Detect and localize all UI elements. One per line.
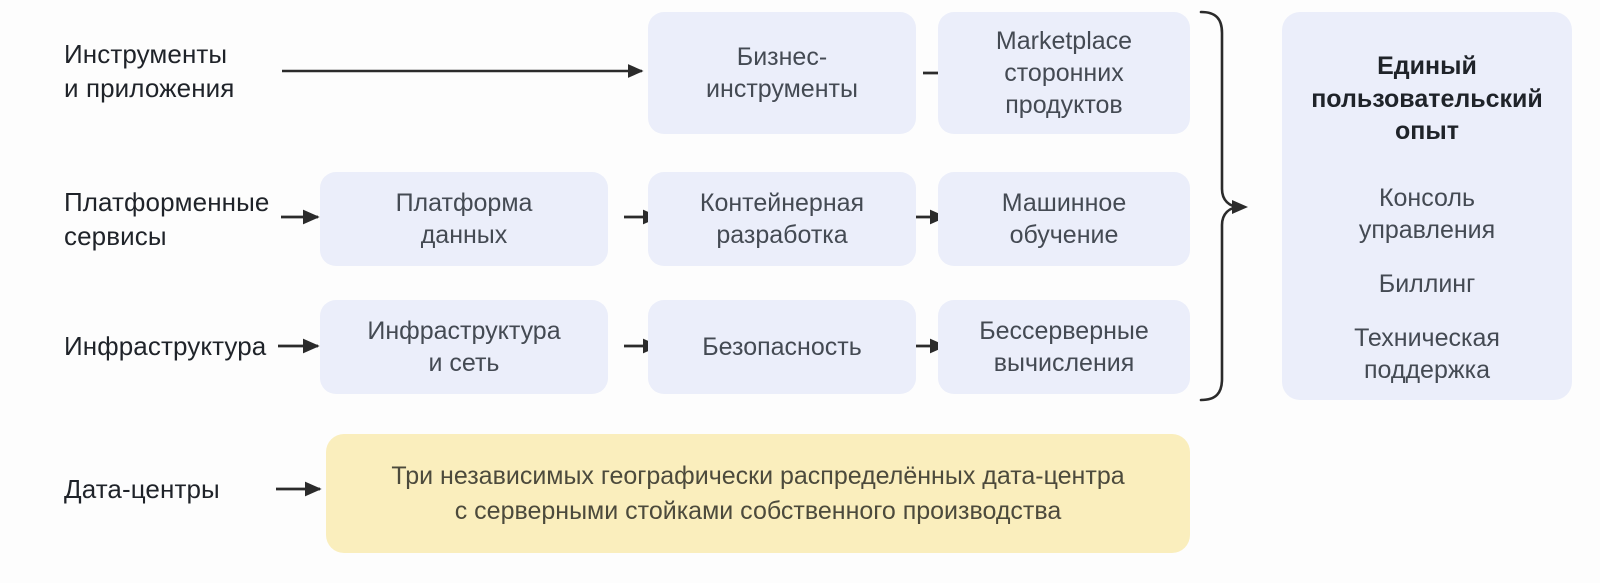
row-label-tools: Инструменты и приложения (64, 39, 235, 103)
node-machine-learning[interactable]: Машинное обучение (938, 172, 1190, 266)
node-business-tools[interactable]: Бизнес- инструменты (648, 12, 916, 134)
node-data-platform[interactable]: Платформа данных (320, 172, 608, 266)
node-data-centers-banner[interactable]: Три независимых географически распределё… (326, 434, 1190, 553)
summary-item-billing: Биллинг (1378, 269, 1476, 298)
grouping-bracket (1199, 10, 1248, 402)
node-infrastructure-network[interactable]: Инфраструктура и сеть (320, 300, 608, 394)
summary-item-support: Техническая поддержка (1354, 323, 1500, 384)
summary-panel[interactable]: Единый пользовательский опыт Консоль упр… (1282, 12, 1572, 400)
node-security[interactable]: Безопасность (648, 300, 916, 394)
node-serverless-computing[interactable]: Бессерверные вычисления (938, 300, 1190, 394)
node-marketplace[interactable]: Marketplace сторонних продуктов (938, 12, 1190, 134)
row-label-platform-services: Платформенные сервисы (64, 187, 270, 251)
summary-item-console: Консоль управления (1358, 183, 1496, 244)
row-label-data-centers: Дата-центры (64, 474, 220, 504)
node-container-development[interactable]: Контейнерная разработка (648, 172, 916, 266)
summary-panel-title: Единый пользовательский опыт (1311, 52, 1543, 145)
row-label-infrastructure: Инфраструктура (64, 331, 267, 361)
